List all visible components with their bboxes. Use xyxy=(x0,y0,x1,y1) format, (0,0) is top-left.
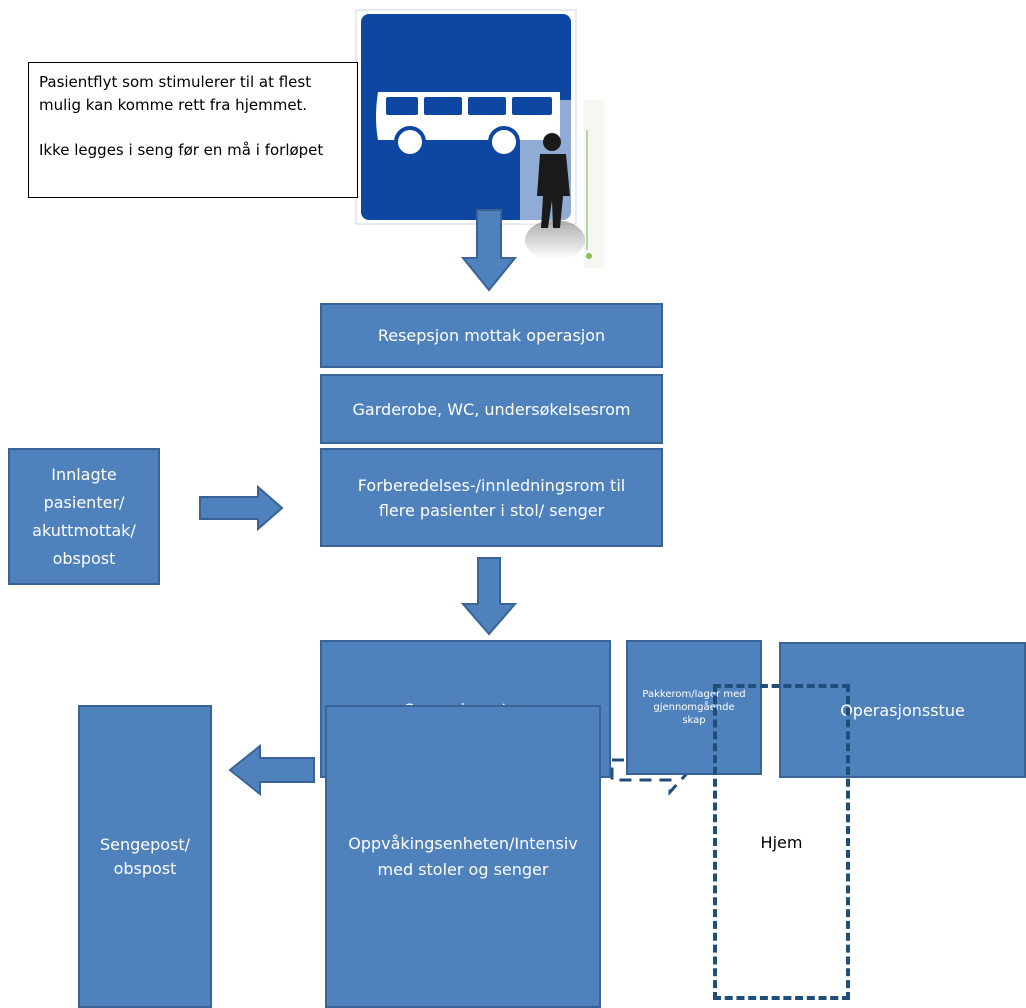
recovery-box: Oppvåkingsenheten/Intensiv med stoler og… xyxy=(325,705,601,1008)
reception-box: Resepsjon mottak operasjon xyxy=(320,303,663,368)
operating-room-right-box: Operasjonsstue xyxy=(779,642,1026,778)
wardrobe-label: Garderobe, WC, undersøkelsesrom xyxy=(352,399,631,419)
ward-box: Sengepost/ obspost xyxy=(78,705,212,1008)
bus-sign-icon xyxy=(355,9,577,225)
home-box: Hjem xyxy=(713,684,850,1000)
operating-room-right-label: Operasjonsstue xyxy=(840,700,965,720)
arrow-down-2 xyxy=(460,557,518,636)
info-note-line2: Ikke legges i seng før en må i forløpet xyxy=(39,141,324,159)
wardrobe-box: Garderobe, WC, undersøkelsesrom xyxy=(320,374,663,444)
reception-label: Resepsjon mottak operasjon xyxy=(377,326,606,345)
arrow-left-ward xyxy=(228,743,315,797)
arrow-right-inpatients xyxy=(199,484,284,532)
storage-box: Pakkerom/lager med gjennomgående skap xyxy=(626,640,762,775)
storage-label: Pakkerom/lager med gjennomgående skap xyxy=(642,689,746,726)
home-label: Hjem xyxy=(760,832,803,852)
info-note: Pasientflyt som stimulerer til at flest … xyxy=(28,62,358,198)
inpatients-label: Innlagte pasienter/ akuttmottak/ obspost xyxy=(32,464,136,568)
prep-box: Forberedelses-/innledningsrom til flere … xyxy=(320,448,663,547)
ward-label: Sengepost/ obspost xyxy=(99,834,191,878)
recovery-label: Oppvåkingsenheten/Intensiv med stoler og… xyxy=(348,833,578,879)
inpatients-box: Innlagte pasienter/ akuttmottak/ obspost xyxy=(8,448,160,585)
prep-label: Forberedelses-/innledningsrom til flere … xyxy=(357,475,626,520)
arrow-down-1 xyxy=(460,209,518,292)
walking-person-icon xyxy=(525,100,604,268)
info-note-line1: Pasientflyt som stimulerer til at flest … xyxy=(39,73,312,114)
